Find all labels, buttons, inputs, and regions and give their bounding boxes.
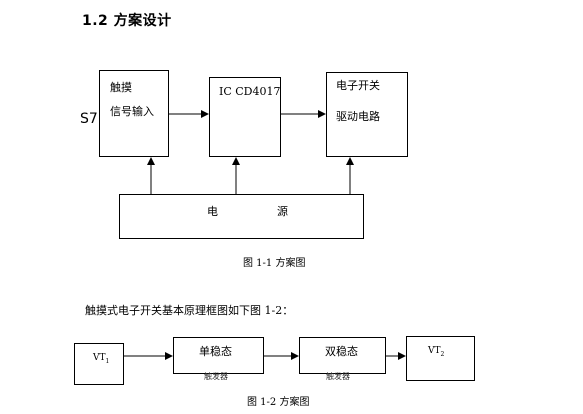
ic-cd4017-box	[209, 77, 281, 157]
bistable-label: 双稳态	[325, 345, 358, 358]
electronic-switch-label-line1: 电子开关	[336, 79, 380, 92]
vt2-label: VT2	[428, 346, 445, 358]
touch-input-label-line2: 信号输入	[110, 105, 154, 118]
electronic-switch-label-line2: 驱动电路	[336, 110, 380, 123]
figure2-caption: 图 1-2 方案图	[247, 397, 310, 408]
bistable-sub-label: 触发器	[326, 372, 350, 381]
touch-input-box	[99, 70, 169, 157]
vt1-label: VT1	[93, 353, 110, 365]
ic-cd4017-label: IC CD4017	[219, 85, 281, 98]
touch-input-label-line1: 触摸	[110, 81, 132, 94]
vt2-box	[406, 336, 475, 381]
monostable-label: 单稳态	[199, 345, 232, 358]
power-label-char2: 源	[277, 205, 288, 218]
bistable-box	[299, 337, 386, 374]
power-box	[119, 194, 364, 239]
monostable-box	[173, 337, 264, 374]
body-paragraph: 触摸式电子开关基本原理框图如下图 1-2：	[85, 304, 294, 317]
electronic-switch-box	[326, 72, 408, 157]
side-mark: S7	[80, 111, 98, 127]
figure1-caption: 图 1-1 方案图	[243, 258, 306, 269]
section-title: 1.2 方案设计	[82, 13, 172, 29]
monostable-sub-label: 触发器	[204, 372, 228, 381]
power-label-char1: 电	[207, 205, 218, 218]
vt1-box	[74, 343, 124, 385]
